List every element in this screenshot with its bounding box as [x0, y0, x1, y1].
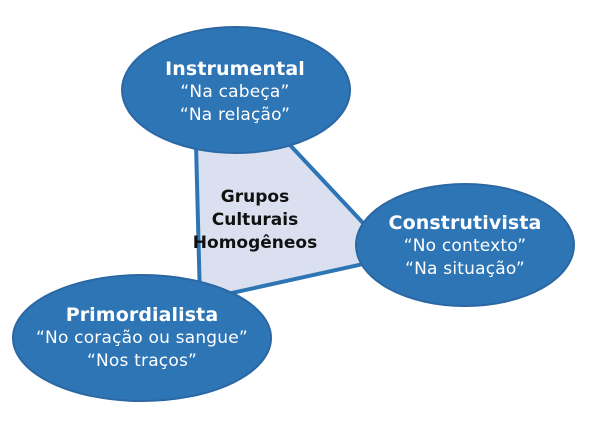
node-title: Instrumental [165, 58, 305, 80]
node-title: Primordialista [65, 304, 219, 326]
center-line-2: Culturais [211, 209, 299, 230]
ellipse-primordialista [12, 274, 272, 402]
node-line: “Na situação” [405, 258, 525, 279]
node-line: “Na cabeça” [180, 82, 290, 102]
ellipse-construtivista [355, 183, 575, 307]
node-line: “Na relação” [179, 105, 291, 125]
node-instrumental: Instrumental “Na cabeça” “Na relação” [120, 27, 350, 157]
node-line: “No contexto” [403, 235, 527, 256]
node-primordialista: Primordialista “No coração ou sangue” “N… [12, 273, 272, 403]
node-title: Construtivista [388, 211, 542, 234]
node-line: “No coração ou sangue” [36, 328, 248, 348]
center-line-3: Homogêneos [192, 232, 318, 253]
center-label: Grupos Culturais Homogêneos [175, 180, 335, 260]
node-construtivista: Construtivista “No contexto” “Na situaçã… [355, 183, 575, 308]
ellipse-instrumental [121, 26, 351, 154]
node-line: “Nos traços” [86, 351, 198, 371]
center-line-1: Grupos [220, 186, 290, 207]
